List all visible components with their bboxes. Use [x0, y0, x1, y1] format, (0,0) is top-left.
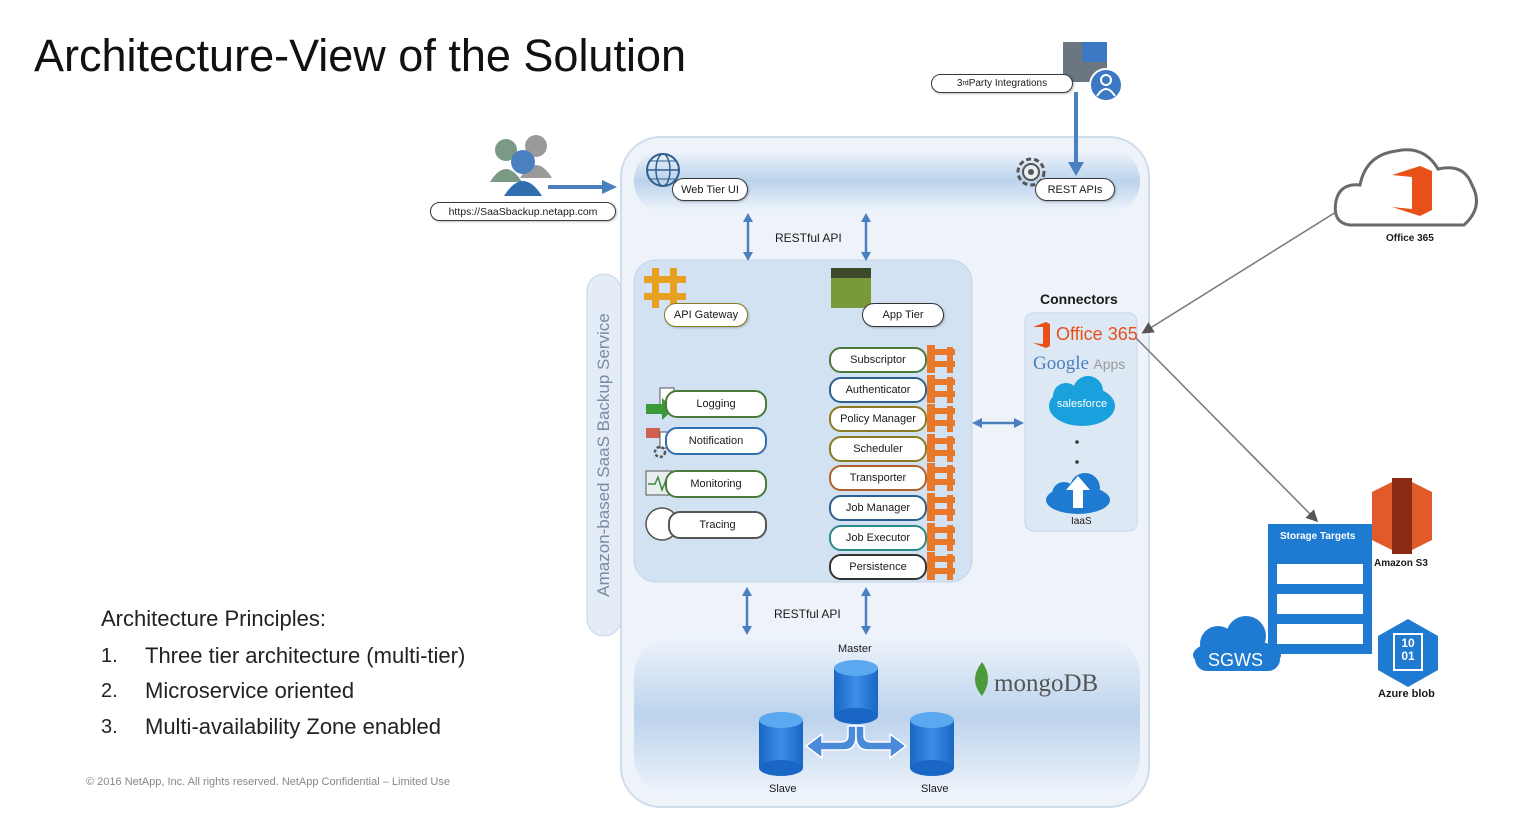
slide-title: Architecture-View of the Solution — [34, 30, 687, 81]
puzzle-icon — [1063, 42, 1123, 102]
slave-db-right-icon — [910, 712, 954, 776]
service-connector-glyph — [927, 345, 955, 373]
sgws-label: SGWS — [1208, 650, 1264, 670]
third-party-text: Party Integrations — [968, 78, 1048, 89]
microservice-job-manager: Job Manager — [829, 495, 927, 521]
notification-service: Notification — [665, 427, 767, 455]
service-connector-glyph — [927, 404, 955, 432]
microservice-job-executor: Job Executor — [829, 525, 927, 551]
slave-db-left-icon — [759, 712, 803, 776]
microservice-subscriptor: Subscriptor — [829, 347, 927, 373]
principle-3-number: 3. — [101, 716, 118, 738]
amazon-s3-icon — [1372, 478, 1432, 554]
principles-heading: Architecture Principles: — [101, 606, 326, 631]
service-connector-glyph — [927, 493, 955, 521]
azure-blob-icon — [1378, 619, 1438, 687]
service-connector-glyph — [927, 375, 955, 403]
office365-cloud-icon — [1333, 148, 1478, 227]
connector-iaas: IaaS — [1071, 516, 1092, 527]
principle-2-number: 2. — [101, 680, 118, 702]
url-label[interactable]: https://SaaSbackup.netapp.com — [430, 202, 616, 221]
service-side-label: Amazon-based SaaS Backup Service — [594, 313, 613, 597]
monitoring-service: Monitoring — [665, 470, 767, 498]
connector-salesforce: salesforce — [1056, 398, 1108, 410]
master-label: Master — [838, 643, 872, 655]
salesforce-icon — [1049, 376, 1115, 426]
logging-service: Logging — [665, 390, 767, 418]
microservice-scheduler: Scheduler — [829, 436, 927, 462]
azure-icon-text: 10 01 — [1401, 636, 1415, 663]
microservice-transporter: Transporter — [829, 465, 927, 491]
slave-right-label: Slave — [921, 783, 949, 795]
google-wordmark: Google — [1033, 353, 1089, 374]
restful-top-arrows — [743, 213, 871, 261]
storage-targets-title: Storage Targets — [1280, 531, 1356, 542]
gear-icon — [1016, 157, 1046, 187]
mongodb-leaf-icon — [975, 662, 988, 696]
principle-3-text: Multi-availability Zone enabled — [145, 714, 441, 739]
api-gateway-icon — [644, 268, 686, 308]
service-connector-glyph — [927, 552, 955, 580]
app-tier-label: App Tier — [862, 303, 944, 327]
connector-google-apps: Google Apps — [1033, 353, 1125, 375]
microservice-authenticator: Authenticator — [829, 377, 927, 403]
restful-api-bottom-label: RESTful API — [774, 607, 841, 621]
api-gateway-label: API Gateway — [664, 303, 748, 327]
office365-logo-icon — [1033, 322, 1050, 348]
microservice-policy-manager: Policy Manager — [829, 406, 927, 432]
web-tier-band — [634, 150, 1140, 212]
storage-targets-icon — [1268, 524, 1372, 654]
sgws-cloud-icon — [1193, 616, 1281, 671]
master-db-icon — [834, 660, 878, 724]
connector-office365: Office 365 — [1056, 324, 1138, 344]
db-tier-band — [634, 636, 1140, 796]
service-connector-glyphs — [927, 345, 955, 580]
principle-1-text: Three tier architecture (multi-tier) — [145, 643, 466, 668]
third-party-sup: rd — [962, 80, 969, 87]
service-connector-glyph — [927, 463, 955, 491]
connectors-title: Connectors — [1040, 291, 1118, 307]
web-tier-ui-label: Web Tier UI — [672, 178, 748, 201]
restful-bottom-arrows — [742, 587, 871, 635]
side-pill — [586, 273, 622, 637]
google-apps-text: Apps — [1093, 356, 1126, 372]
azure-blob-label: Azure blob — [1378, 688, 1435, 700]
service-connector-glyph — [927, 523, 955, 551]
rest-apis-label: REST APIs — [1035, 178, 1115, 201]
copyright-footer: © 2016 NetApp, Inc. All rights reserved.… — [86, 776, 450, 788]
app-tier-icon — [831, 268, 871, 308]
amazon-s3-label: Amazon S3 — [1374, 558, 1428, 569]
third-party-ordinal: 3 — [956, 78, 963, 89]
office365-cloud-label: Office 365 — [1386, 233, 1434, 244]
service-connector-glyph — [927, 434, 955, 462]
users-icon — [490, 135, 552, 196]
mongodb-brand: mongoDB — [994, 670, 1099, 697]
restful-api-top-label: RESTful API — [775, 231, 842, 245]
globe-icon — [646, 153, 680, 187]
principle-1-number: 1. — [101, 645, 118, 667]
slave-left-label: Slave — [769, 783, 797, 795]
tracing-service: Tracing — [668, 511, 767, 539]
replication-arrows — [804, 725, 908, 760]
iaas-cloud-icon — [1046, 473, 1110, 514]
microservice-persistence: Persistence — [829, 554, 927, 580]
principle-2-text: Microservice oriented — [145, 678, 355, 703]
